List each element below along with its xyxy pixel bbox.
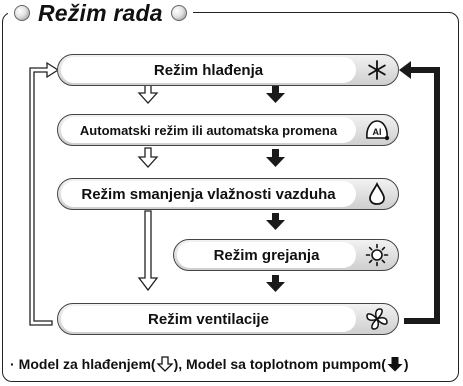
legend-outline-arrow-icon bbox=[156, 356, 174, 372]
title-left-knob-icon bbox=[14, 5, 30, 21]
diagram-title: Režim rada bbox=[38, 0, 163, 26]
mode-fan: Režim ventilacije bbox=[57, 303, 399, 335]
outline-return-loop bbox=[29, 61, 60, 326]
mode-auto: Automatski režim ili automatska promena … bbox=[57, 114, 399, 146]
outline-arrow-down-2 bbox=[137, 147, 159, 168]
legend-cooling-model-text: Model za hlađenjem( bbox=[18, 356, 156, 372]
droplet-icon bbox=[358, 179, 396, 209]
solid-return-loop bbox=[399, 61, 440, 324]
mode-cooling-label: Režim hlađenja bbox=[153, 61, 264, 79]
mode-auto-label: Automatski režim ili automatska promena bbox=[79, 122, 338, 138]
legend-solid-arrow-icon bbox=[387, 357, 403, 372]
mode-dry-label: Režim smanjenja vlažnosti vazduha bbox=[81, 185, 336, 203]
mode-fan-label: Režim ventilacije bbox=[148, 310, 269, 328]
diagram-frame bbox=[2, 12, 459, 382]
solid-arrow-down-1 bbox=[266, 85, 285, 103]
title-right-knob-icon bbox=[170, 5, 187, 21]
legend-bullet: · bbox=[10, 356, 15, 372]
solid-arrow-down-4 bbox=[266, 275, 285, 292]
snowflake-icon bbox=[358, 55, 396, 85]
mode-dry: Režim smanjenja vlažnosti vazduha bbox=[57, 178, 399, 210]
solid-arrow-down-3 bbox=[266, 213, 285, 230]
title-bar: Režim rada bbox=[8, 0, 193, 26]
outline-arrow-down-1 bbox=[137, 83, 159, 104]
outline-arrow-down-long bbox=[137, 210, 159, 292]
legend-close-paren: ) bbox=[403, 356, 409, 372]
mode-heating-label: Režim grejanja bbox=[213, 246, 320, 264]
legend: · Model za hlađenjem( ), Model sa toplot… bbox=[10, 355, 409, 373]
fan-icon bbox=[358, 304, 396, 334]
solid-arrow-down-2 bbox=[266, 149, 285, 167]
auto-ai-icon: AI bbox=[358, 115, 396, 145]
mode-heating: Režim grejanja bbox=[173, 239, 399, 271]
legend-heatpump-model-text: ), Model sa toplotnom pumpom( bbox=[173, 356, 386, 372]
sun-icon bbox=[358, 240, 396, 270]
mode-cooling: Režim hlađenja bbox=[57, 54, 399, 86]
auto-ai-icon-text: AI bbox=[373, 127, 382, 137]
